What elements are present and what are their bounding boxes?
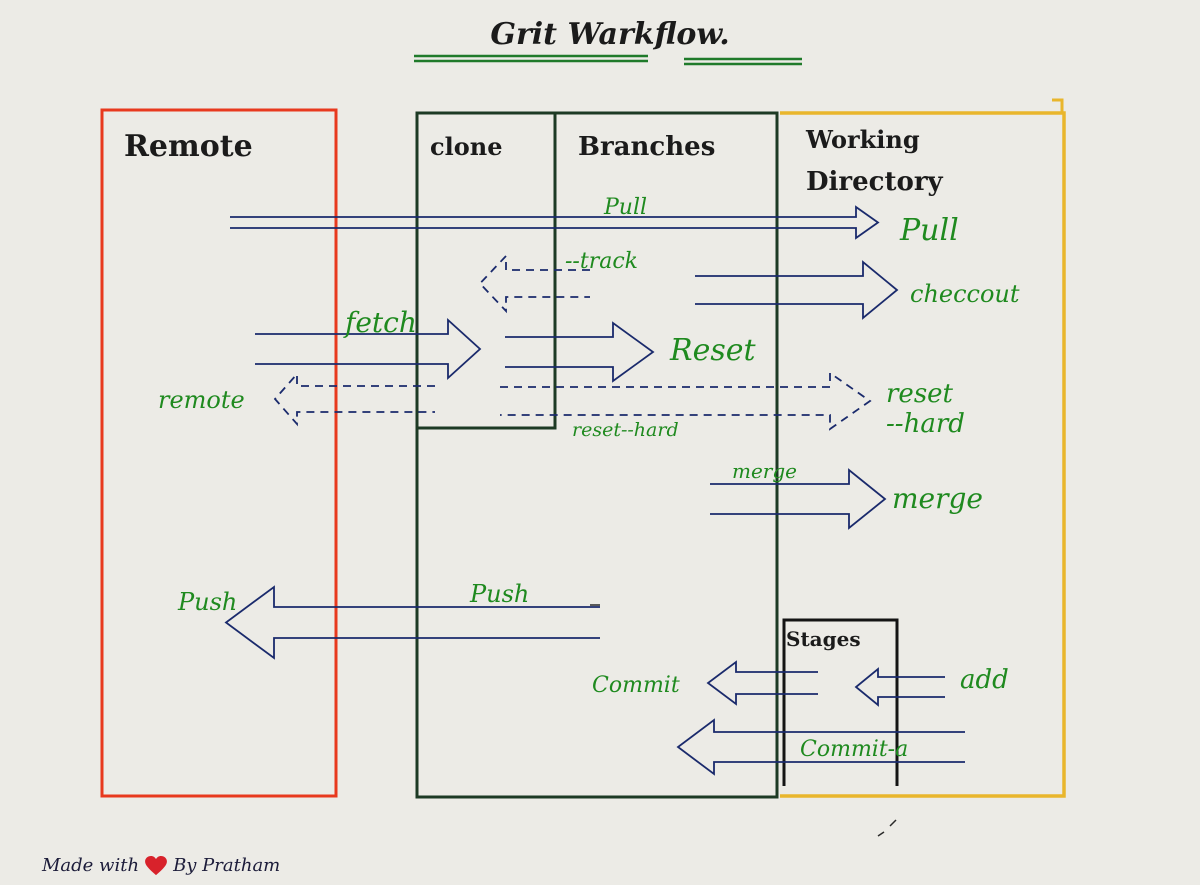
stages-box (782, 618, 899, 786)
track-arrow (478, 253, 590, 314)
remote-header: Remote (124, 129, 253, 164)
remote-arrow (273, 371, 435, 427)
working-header-line2: Directory (806, 167, 944, 197)
reset-hard-arrow-label: reset--hard (572, 419, 679, 441)
working-directory-box (780, 111, 1066, 798)
commit-arrow (706, 660, 818, 706)
push-arrow-label: Push (469, 580, 529, 608)
merge-arrow (710, 468, 887, 530)
title-underline (414, 54, 802, 66)
made-with-text: Made with (42, 855, 140, 876)
pull-arrow (230, 205, 880, 240)
reset-hard-line1-label: reset (886, 379, 954, 409)
remote-label: remote (158, 386, 245, 414)
fetch-label: fetch (343, 306, 417, 339)
branches-header: Branches (578, 132, 715, 162)
reset-arrow (505, 321, 655, 383)
reset-label: Reset (669, 333, 756, 368)
clone-box (417, 113, 557, 430)
track-label: --track (565, 249, 638, 274)
push-arrow (224, 585, 600, 660)
add-label: add (960, 665, 1009, 695)
commit-a-arrow (676, 718, 965, 776)
heart-icon (145, 855, 167, 875)
push-target-label: Push (177, 588, 237, 616)
checkout-label: checcout (910, 280, 1020, 308)
credit-footer: Made with By Pratham (42, 855, 280, 876)
add-arrow (854, 667, 945, 707)
reset-hard-arrow (500, 371, 872, 431)
pull-arrow-label: Pull (603, 195, 647, 220)
remote-box (100, 108, 338, 798)
working-box-corner (1052, 98, 1064, 113)
repository-box (415, 111, 779, 799)
diagram-title: Grit Warkflow. (490, 17, 729, 52)
working-header-line1: Working (805, 125, 920, 154)
merge-target-label: merge (892, 482, 983, 515)
pull-target-label: Pull (899, 213, 959, 248)
arrow-layer (224, 205, 965, 776)
commit-label: Commit (592, 673, 680, 698)
fetch-arrow (255, 317, 482, 381)
merge-arrow-label: merge (732, 459, 797, 483)
reset-hard-line2-label: --hard (886, 409, 965, 439)
checkout-arrow (695, 260, 899, 320)
commit-a-label: Commit-a (800, 737, 908, 762)
by-author-text: By Pratham (173, 855, 281, 876)
stages-header: Stages (786, 627, 861, 651)
pen-marks (590, 604, 897, 837)
clone-header: clone (430, 132, 502, 161)
